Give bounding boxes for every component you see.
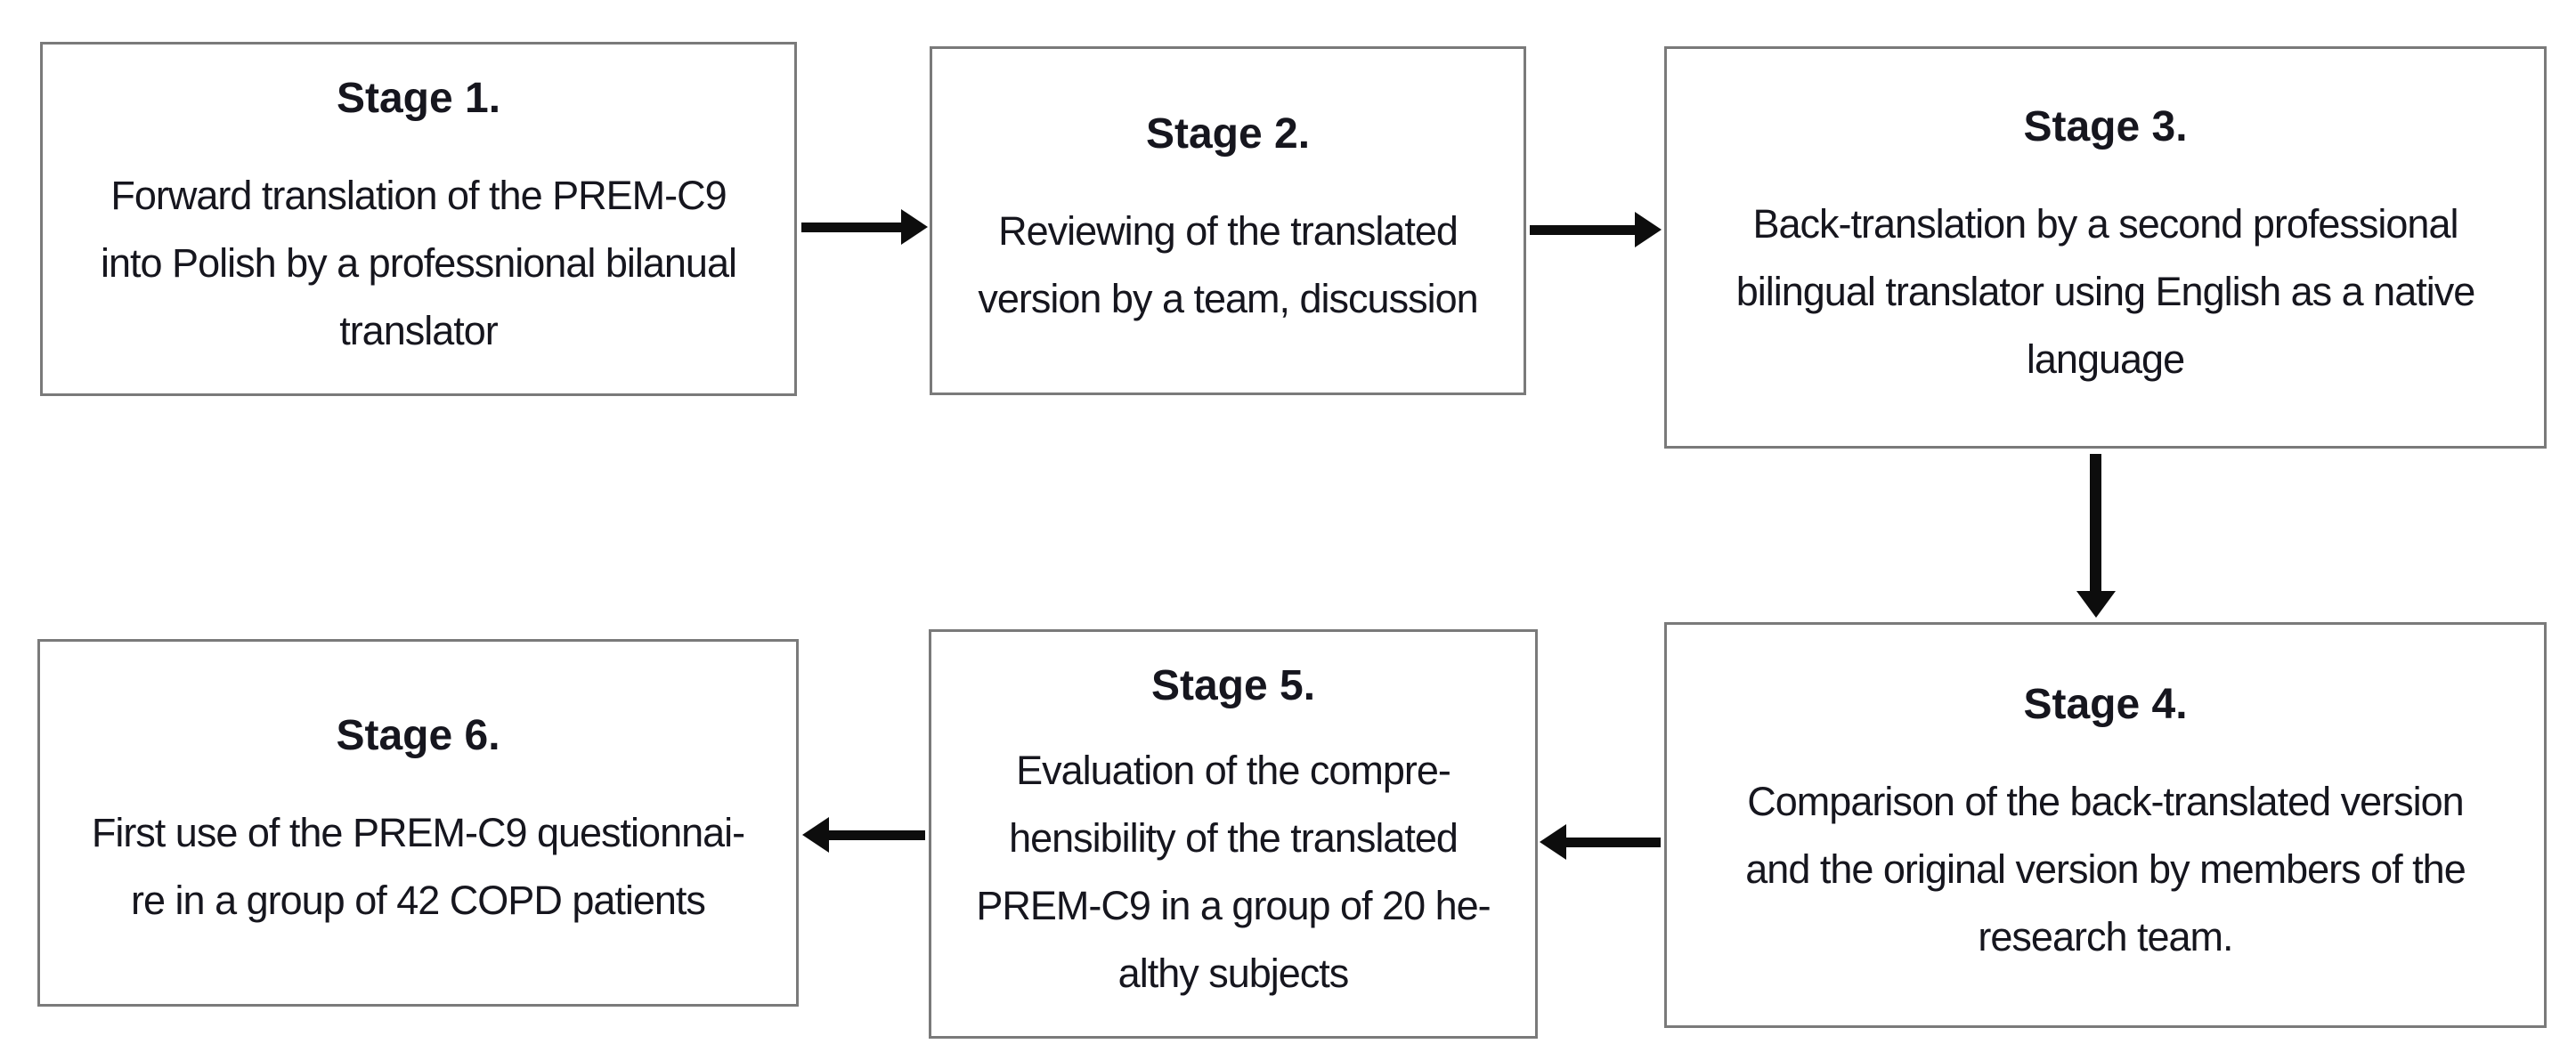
stage-line: Back-translation by a second professiona… <box>1752 200 2459 247</box>
stage-line: into Polish by a professnional bilanual <box>101 239 737 286</box>
arrow-shaft <box>801 223 903 232</box>
stage-line: PREM-C9 in a group of 20 he- <box>976 882 1491 928</box>
stage-5-body: Evaluation of the compre- hensibility of… <box>976 737 1491 1008</box>
stage-line: research team. <box>1978 913 2233 959</box>
arrow-head <box>802 817 829 853</box>
stage-6-body: First use of the PREM-C9 questionnai- re… <box>91 799 745 935</box>
arrow-shaft <box>2090 454 2101 593</box>
stage-5-title: Stage 5. <box>1150 661 1316 709</box>
arrow-head <box>2076 591 2116 618</box>
stage-line: First use of the PREM-C9 questionnai- <box>91 810 745 855</box>
arrow-shaft <box>1564 838 1661 847</box>
stage-line: Comparison of the back-translated versio… <box>1747 778 2464 824</box>
stage-line: hensibility of the translated <box>1009 814 1459 861</box>
stage-line: Forward translation of the PREM-C9 <box>110 172 727 218</box>
stage-line: bilingual translator using English as a … <box>1735 268 2476 314</box>
arrow-left-icon <box>1540 824 1661 860</box>
arrow-head <box>1540 824 1566 860</box>
stage-line: language <box>2026 336 2185 382</box>
arrow-shaft <box>827 830 925 840</box>
stage-1-title: Stage 1. <box>336 74 501 122</box>
arrow-shaft <box>1530 225 1637 235</box>
stage-4-body: Comparison of the back-translated versio… <box>1745 768 2466 971</box>
stage-line: Reviewing of the translated <box>998 207 1459 254</box>
arrow-head <box>901 209 928 245</box>
stage-line: translator <box>339 307 499 353</box>
stage-6-box: Stage 6. First use of the PREM-C9 questi… <box>37 639 799 1007</box>
stage-line: and the original version by members of t… <box>1745 846 2466 892</box>
stage-2-box: Stage 2. Reviewing of the translated ver… <box>930 46 1526 395</box>
stage-4-title: Stage 4. <box>2023 680 2188 728</box>
stage-1-box: Stage 1. Forward translation of the PREM… <box>40 42 797 396</box>
arrow-left-icon <box>802 817 925 853</box>
stage-line: Evaluation of the compre- <box>1016 747 1451 793</box>
arrow-right-icon <box>801 209 928 245</box>
stage-3-box: Stage 3. Back-translation by a second pr… <box>1664 46 2547 449</box>
stage-3-title: Stage 3. <box>2023 102 2188 150</box>
stage-3-body: Back-translation by a second professiona… <box>1735 190 2476 393</box>
stage-line: version by a team, discussion <box>978 275 1478 321</box>
stage-6-title: Stage 6. <box>336 712 500 759</box>
stage-line: re in a group of 42 COPD patients <box>131 878 706 923</box>
arrow-right-icon <box>1530 212 1662 247</box>
arrow-down-icon <box>2076 454 2116 618</box>
stage-1-body: Forward translation of the PREM-C9 into … <box>101 162 737 365</box>
stage-5-box: Stage 5. Evaluation of the compre- hensi… <box>929 629 1538 1039</box>
stage-4-box: Stage 4. Comparison of the back-translat… <box>1664 622 2547 1028</box>
stage-2-body: Reviewing of the translated version by a… <box>978 198 1478 333</box>
arrow-head <box>1635 212 1662 247</box>
stage-line: althy subjects <box>1117 950 1350 996</box>
stage-2-title: Stage 2. <box>1145 109 1311 158</box>
